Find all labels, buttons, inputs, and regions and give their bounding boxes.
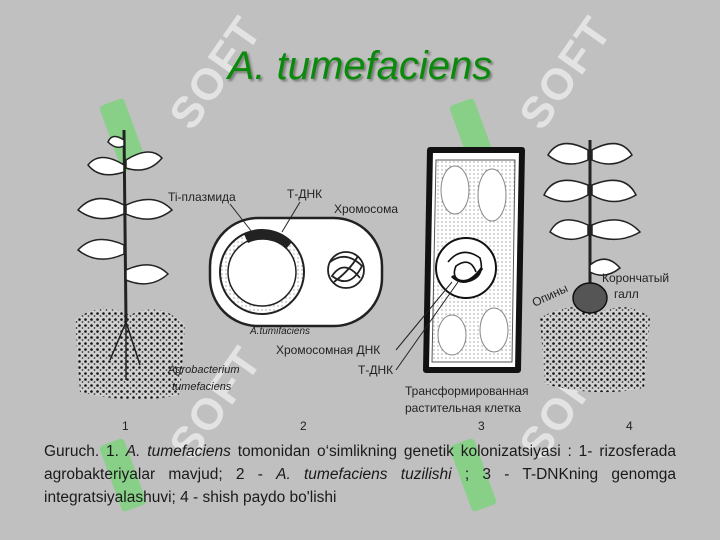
- label-agro-1: Agrobacterium: [167, 364, 240, 376]
- label-transformed-1: Трансформированная: [405, 384, 529, 398]
- vacuoles: [437, 165, 509, 356]
- panel-number-2: 2: [300, 419, 307, 433]
- caption-part: Guruch. 1.: [44, 443, 126, 460]
- figure-caption: Guruch. 1. A. tumefaciens tomonidan o‘si…: [44, 440, 676, 509]
- slide-title: A. tumefaciens: [227, 44, 493, 88]
- label-transformed-2: растительная клетка: [405, 401, 521, 415]
- label-t-dna-top: Т-ДНК: [287, 187, 322, 201]
- caption-part: ; 3 - T-DNKning genomga integratsiyalash…: [44, 466, 676, 506]
- label-chromosome: Хромосома: [334, 202, 398, 216]
- nucleus: [435, 237, 497, 299]
- label-gall-1: Корончатый: [602, 271, 669, 285]
- caption-part-italic: A. tumefaciens: [125, 443, 231, 460]
- t-dna-segment: [244, 229, 292, 249]
- soil-patch: [75, 308, 185, 400]
- label-agro-2: tumefaciens: [172, 381, 232, 393]
- panel-number-1: 1: [122, 419, 129, 433]
- plant-leaves-4: [543, 142, 642, 276]
- label-chromosomal-dna: Хромосомная ДНК: [276, 343, 380, 357]
- panel-1-plant: Agrobacterium tumefaciens 1: [75, 129, 240, 433]
- panel-3-plant-cell: Хромосомная ДНК Т-ДНК Трансформированная…: [276, 147, 529, 433]
- label-opines: Опины: [530, 281, 570, 310]
- panel-2-bacterium: Ti-плазмида Т-ДНК Хромосома A.tumifacien…: [168, 187, 398, 433]
- label-ti-plasmid: Ti-плазмида: [168, 190, 236, 204]
- panel-number-3: 3: [478, 419, 485, 433]
- caption-part: tomonidan o‘simlikning genetik kolonizat…: [44, 443, 676, 483]
- label-cell-name: A.tumifaciens: [249, 326, 310, 337]
- plant-leaves: [76, 135, 174, 285]
- label-gall-2: галл: [614, 287, 639, 301]
- chromosome-coil: [327, 251, 365, 289]
- panel-number-4: 4: [626, 419, 633, 433]
- caption-part-italic: A. tumefaciens tuzilishi: [276, 466, 452, 483]
- plant-roots: [109, 321, 141, 380]
- crown-gall: [572, 282, 608, 314]
- panel-4-gall: Опины Корончатый галл 4: [530, 140, 669, 433]
- soil-patch-4: [540, 307, 650, 393]
- plant-stem: [122, 129, 128, 323]
- label-t-dna-bottom: Т-ДНК: [358, 363, 393, 377]
- integrated-chromosome: [447, 251, 484, 283]
